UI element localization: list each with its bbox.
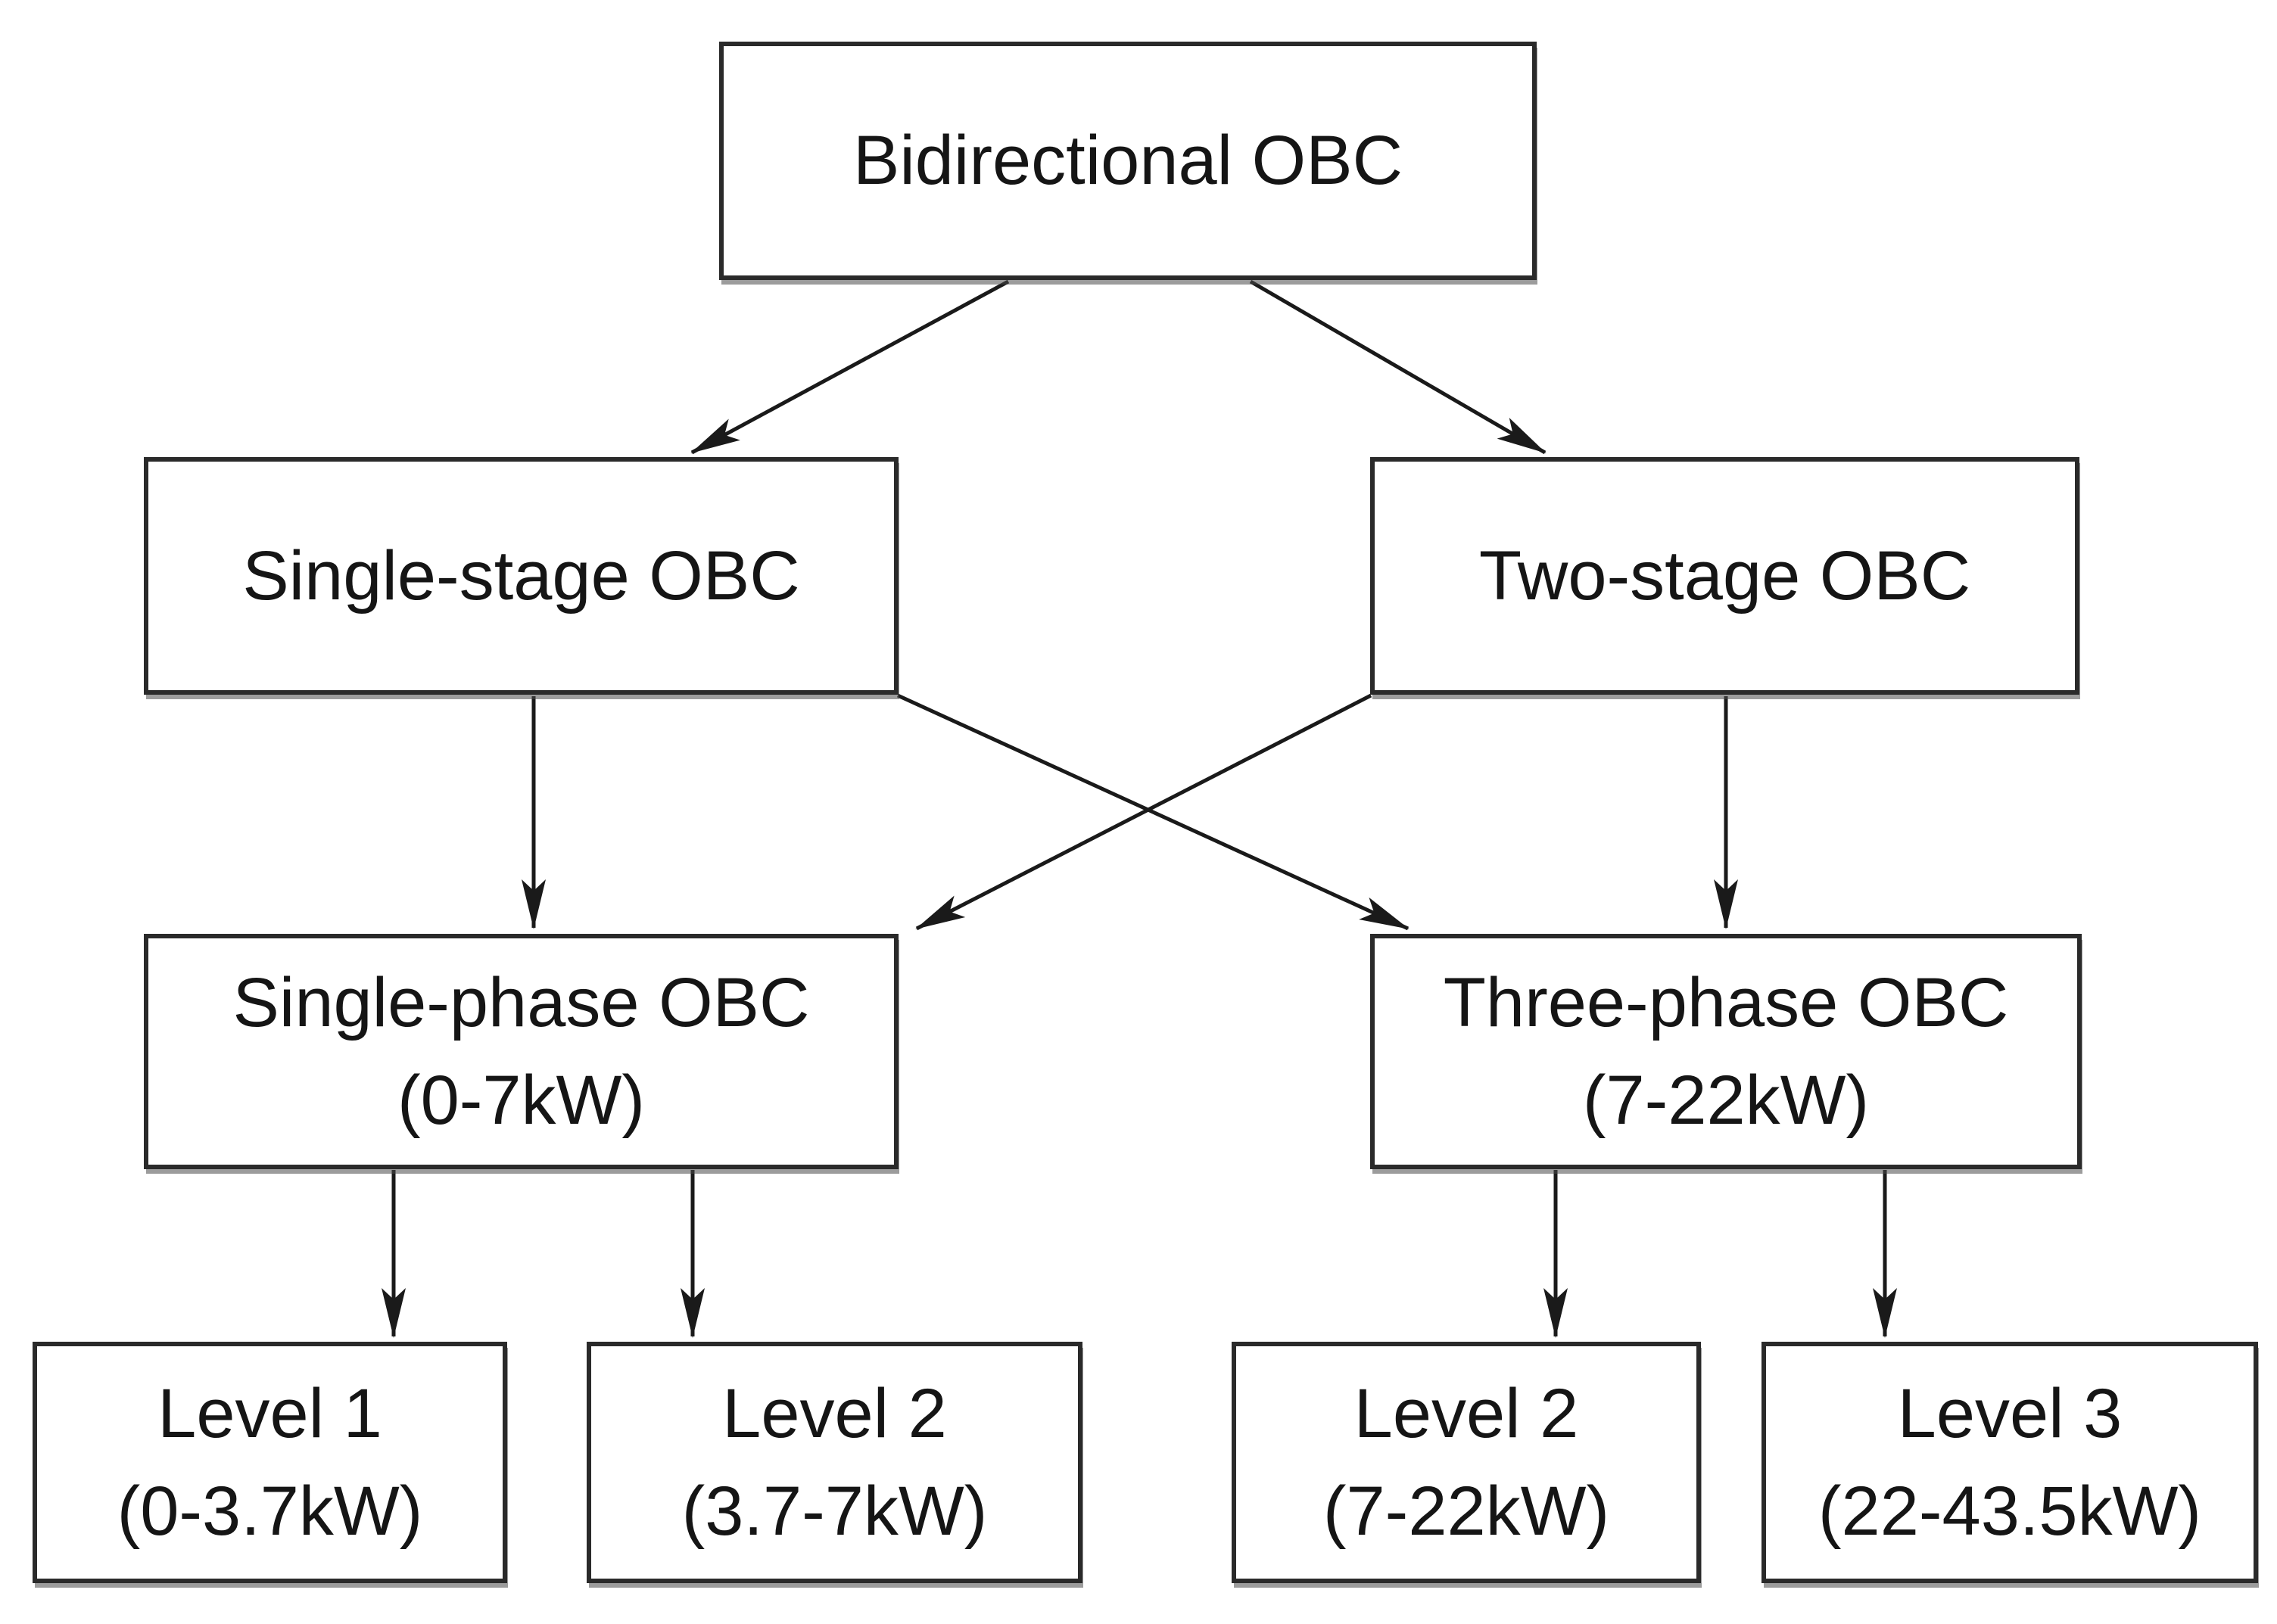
- node-sublabel: (0-3.7kW): [117, 1472, 423, 1550]
- node-label-wrap: Bidirectional OBC: [853, 112, 1403, 210]
- node-label-wrap: Level 2 (3.7-7kW): [682, 1365, 988, 1560]
- node-label-wrap: Level 2 (7-22kW): [1323, 1365, 1609, 1560]
- node-label-wrap: Two-stage OBC: [1479, 527, 1970, 625]
- node-level-2-single-phase: Level 2 (3.7-7kW): [587, 1342, 1082, 1583]
- node-label: Three-phase OBC: [1443, 963, 2009, 1041]
- node-label: Level 1: [157, 1374, 382, 1452]
- node-single-stage-obc: Single-stage OBC: [144, 457, 899, 695]
- node-label: Level 2: [1353, 1374, 1579, 1452]
- node-level-3: Level 3 (22-43.5kW): [1761, 1342, 2258, 1583]
- node-single-phase-obc: Single-phase OBC (0-7kW): [144, 934, 899, 1169]
- node-sublabel: (0-7kW): [397, 1061, 646, 1139]
- node-sublabel: (7-22kW): [1322, 1472, 1610, 1550]
- node-label: Level 2: [722, 1374, 947, 1452]
- node-sublabel: (22-43.5kW): [1818, 1472, 2202, 1550]
- node-label-wrap: Single-stage OBC: [242, 527, 799, 625]
- node-label: Single-phase OBC: [232, 963, 810, 1041]
- node-label: Two-stage OBC: [1478, 537, 1971, 614]
- node-bidirectional-obc: Bidirectional OBC: [719, 42, 1537, 280]
- edge-arrow-two_stage-to-single_phase: [915, 693, 1372, 931]
- node-level-2-three-phase: Level 2 (7-22kW): [1232, 1342, 1701, 1583]
- node-label: Bidirectional OBC: [852, 122, 1403, 200]
- node-sublabel: (3.7-7kW): [681, 1472, 988, 1550]
- node-label: Single-stage OBC: [242, 537, 800, 614]
- node-three-phase-obc: Three-phase OBC (7-22kW): [1370, 934, 2082, 1169]
- node-label-wrap: Three-phase OBC (7-22kW): [1444, 954, 2009, 1150]
- edge-arrow-bidirectional-to-two_stage: [1249, 279, 1547, 455]
- edge-arrow-single_stage-to-three_phase: [896, 693, 1409, 931]
- node-label: Level 3: [1897, 1374, 2123, 1452]
- node-label-wrap: Single-phase OBC (0-7kW): [233, 954, 810, 1150]
- node-label-wrap: Level 3 (22-43.5kW): [1818, 1365, 2201, 1560]
- node-sublabel: (7-22kW): [1582, 1061, 1870, 1139]
- node-label-wrap: Level 1 (0-3.7kW): [117, 1365, 423, 1560]
- node-two-stage-obc: Two-stage OBC: [1370, 457, 2079, 695]
- node-level-1: Level 1 (0-3.7kW): [33, 1342, 507, 1583]
- edge-arrow-bidirectional-to-single_stage: [690, 279, 1010, 455]
